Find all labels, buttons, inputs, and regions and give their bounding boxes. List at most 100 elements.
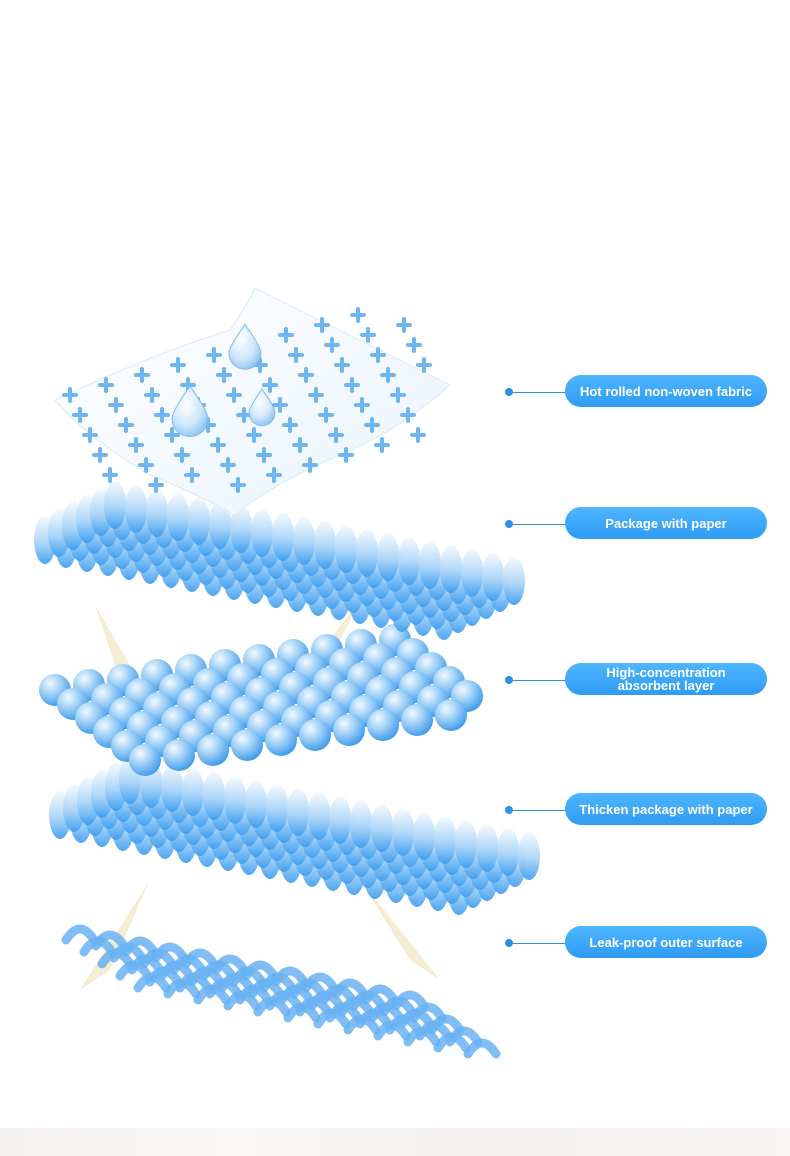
fabric-cross — [328, 427, 344, 443]
leader-dot — [505, 676, 513, 684]
label-row-fabric: Hot rolled non-woven fabric — [505, 375, 770, 409]
fabric-cross — [272, 397, 288, 413]
fabric-cross — [246, 427, 262, 443]
water-drop-icon — [228, 323, 262, 370]
fabric-cross — [324, 337, 340, 353]
outer-loop — [403, 1026, 441, 1047]
fabric-cross — [278, 327, 294, 343]
label-row-absorbent: High-concentration absorbent layer — [505, 663, 770, 697]
label-row-outer: Leak-proof outer surface — [505, 926, 770, 960]
paper-fiber — [440, 545, 462, 593]
layer-label-outer: Leak-proof outer surface — [565, 926, 767, 958]
layer-label-thick-paper: Thicken package with paper — [565, 793, 767, 825]
paper-layer-graphic — [34, 481, 525, 640]
fabric-cross — [302, 457, 318, 473]
fabric-cross — [390, 387, 406, 403]
fabric-cross — [292, 437, 308, 453]
paper-fiber — [146, 489, 168, 537]
thick-fiber — [518, 832, 540, 880]
thick-fiber — [392, 808, 414, 856]
absorbent-ball — [435, 699, 467, 731]
fabric-cross — [410, 427, 426, 443]
leader-dot — [505, 388, 513, 396]
leader-line — [513, 391, 569, 393]
leader-line — [513, 942, 569, 944]
outer-loop — [223, 990, 261, 1011]
paper-fiber — [377, 533, 399, 581]
thick-fiber — [224, 776, 246, 824]
fabric-cross — [230, 477, 246, 493]
fabric-cross — [226, 387, 242, 403]
absorbent-ball — [333, 714, 365, 746]
fabric-cross — [216, 367, 232, 383]
fabric-cross — [164, 427, 180, 443]
fabric-cross — [62, 387, 78, 403]
paper-fiber — [314, 521, 336, 569]
thick-fiber — [434, 816, 456, 864]
fabric-cross — [118, 417, 134, 433]
fabric-cross — [344, 377, 360, 393]
fabric-cross — [170, 357, 186, 373]
thick-fiber — [287, 788, 309, 836]
fabric-cross — [144, 387, 160, 403]
outer-loop — [115, 960, 153, 981]
fabric-cross — [148, 477, 164, 493]
fabric-cross — [396, 317, 412, 333]
fabric-cross — [360, 327, 376, 343]
outer-loop — [97, 948, 135, 969]
fabric-cross — [256, 447, 272, 463]
bottom-strip — [0, 1128, 790, 1156]
fabric-cross — [138, 457, 154, 473]
paper-fiber — [503, 557, 525, 605]
paper-fiber — [335, 525, 357, 573]
thick-fiber — [182, 768, 204, 816]
fabric-cross — [298, 367, 314, 383]
outer-loop — [79, 936, 117, 957]
leak-proof-outer-layer-graphic — [61, 924, 501, 1059]
fabric-cross — [416, 357, 432, 373]
fabric-cross — [174, 447, 190, 463]
thick-fiber — [476, 824, 498, 872]
water-drop-icon — [171, 385, 209, 438]
leader-line — [513, 679, 569, 681]
fabric-cross — [128, 437, 144, 453]
fabric-cross — [210, 437, 226, 453]
paper-fiber — [104, 481, 126, 529]
paper-fiber — [419, 541, 441, 589]
water-drop-icon — [248, 388, 276, 427]
leader-line — [513, 809, 569, 811]
fabric-cross — [82, 427, 98, 443]
fabric-cross — [288, 347, 304, 363]
absorbent-ball — [265, 724, 297, 756]
thick-fiber — [203, 772, 225, 820]
leader-dot — [505, 806, 513, 814]
fabric-cross — [318, 407, 334, 423]
thick-fiber — [413, 812, 435, 860]
paper-fiber — [293, 517, 315, 565]
fabric-cross — [262, 377, 278, 393]
label-row-thick-paper: Thicken package with paper — [505, 793, 770, 827]
fabric-cross — [364, 417, 380, 433]
label-row-paper: Package with paper — [505, 507, 770, 541]
fabric-cross — [406, 337, 422, 353]
fabric-cross — [334, 357, 350, 373]
absorbent-ball — [401, 704, 433, 736]
fabric-cross — [154, 407, 170, 423]
outer-loop — [283, 1002, 321, 1023]
fabric-cross — [266, 467, 282, 483]
fabric-cross — [134, 367, 150, 383]
paper-fiber — [398, 537, 420, 585]
outer-loop — [343, 1014, 381, 1035]
outer-loop — [373, 1020, 411, 1041]
absorbent-ball — [299, 719, 331, 751]
fabric-cross — [236, 407, 252, 423]
outer-loop — [463, 1038, 501, 1059]
fabric-cross — [380, 367, 396, 383]
fabric-cross — [92, 447, 108, 463]
paper-fiber — [482, 553, 504, 601]
layer-label-fabric: Hot rolled non-woven fabric — [565, 375, 767, 407]
absorbent-ball — [367, 709, 399, 741]
fabric-cross — [108, 397, 124, 413]
layer-label-paper: Package with paper — [565, 507, 767, 539]
